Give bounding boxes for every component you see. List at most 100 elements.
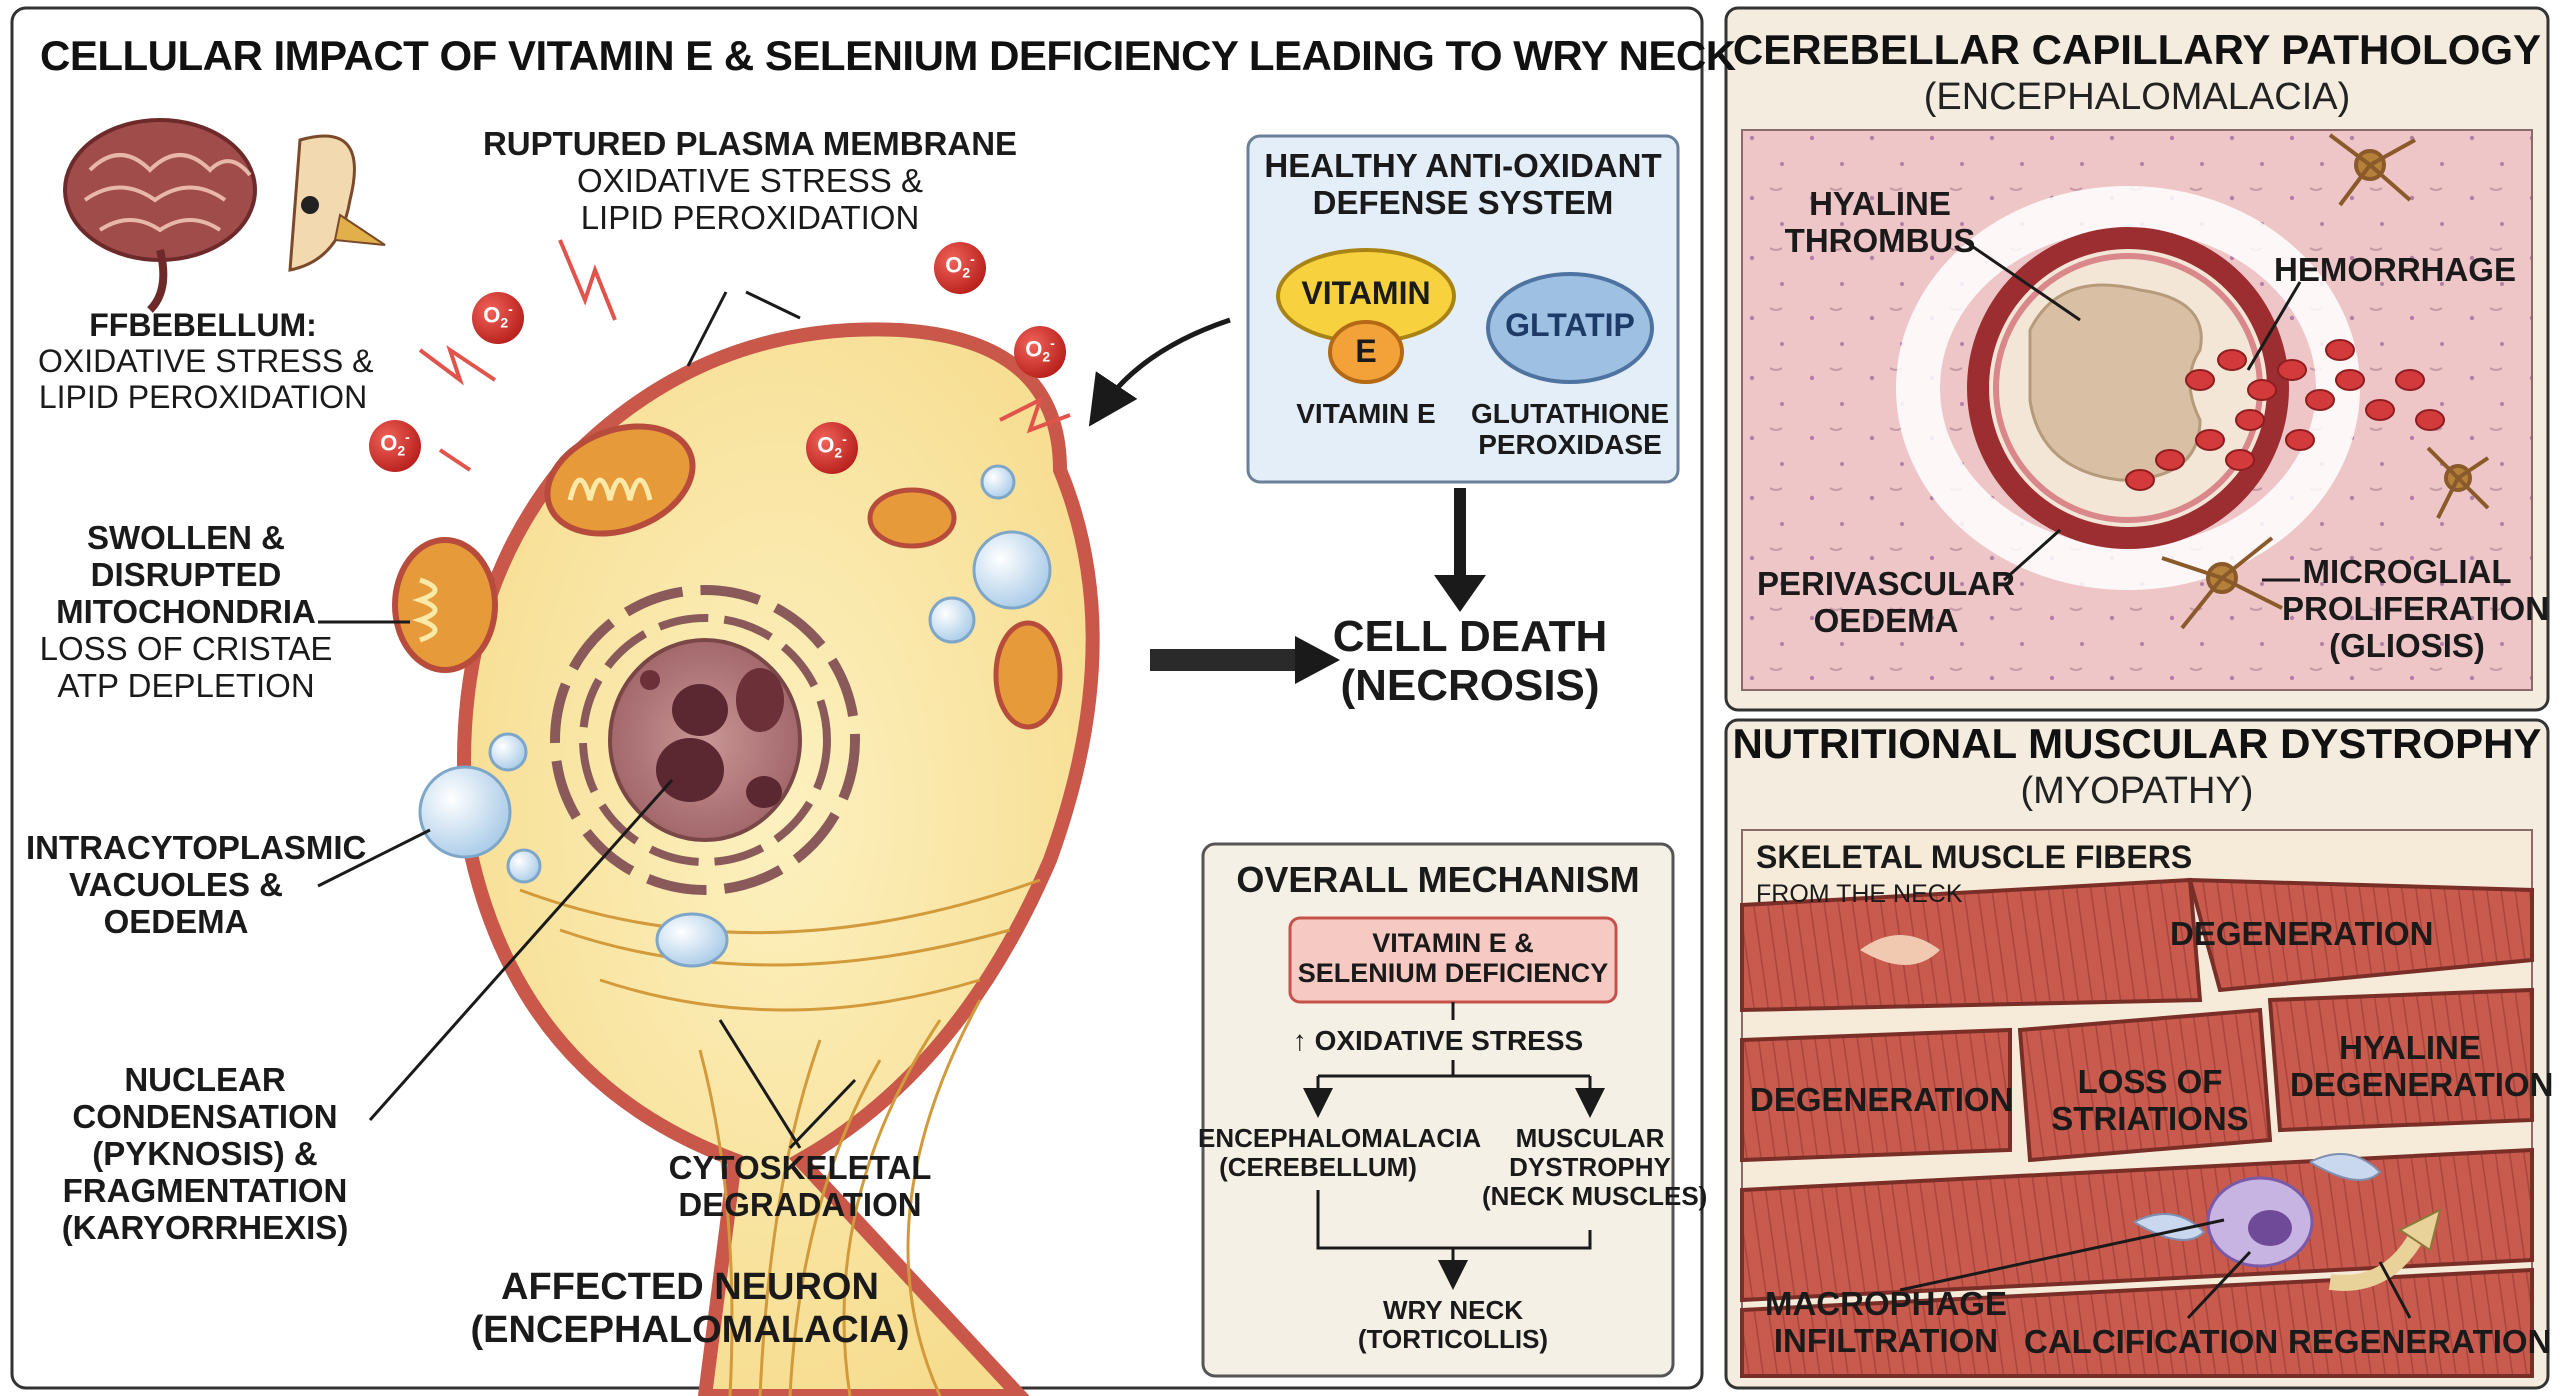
- vitamin-bubble-label: VITAMIN: [1301, 275, 1431, 311]
- up-arrow-icon: ↑: [1292, 1025, 1307, 1056]
- perivascular-line: PERIVASCULAR: [1757, 565, 2015, 602]
- radical-symbol: O: [1025, 336, 1043, 362]
- radical-charge: -: [842, 431, 847, 447]
- microglial-line: MICROGLIAL: [2302, 553, 2512, 590]
- defense-title-line: HEALTHY ANTI-OXIDANT: [1264, 147, 1662, 184]
- e-bubble-label: E: [1355, 333, 1377, 369]
- cell-death-label-line: (NECROSIS): [1340, 661, 1600, 711]
- perivascular-label: PERIVASCULAR OEDEMA: [1756, 565, 2016, 640]
- cytoskeletal-label-line: DEGRADATION: [678, 1185, 922, 1223]
- microglial-line: (GLIOSIS): [2329, 626, 2485, 664]
- mitochondria-label-title: MITOCHONDRIA: [56, 592, 316, 630]
- radical-subscript: 2: [500, 314, 509, 331]
- radical-label: O2-: [369, 429, 421, 459]
- fibers-title: SKELETAL MUSCLE FIBERS: [1756, 839, 2193, 875]
- vitamin-caption: VITAMIN E: [1296, 398, 1436, 429]
- nuclear-label-line: NUCLEAR: [124, 1061, 286, 1098]
- radical-symbol: O: [817, 432, 835, 458]
- left-branch-line: (CEREBELLUM): [1219, 1152, 1417, 1183]
- left-branch-line: ENCEPHALOMALACIA: [1198, 1123, 1482, 1153]
- defense-box: [1246, 134, 1680, 484]
- membrane-label: RUPTURED PLASMA MEMBRANE OXIDATIVE STRES…: [470, 125, 1030, 237]
- nuclear-label-line: FRAGMENTATION: [62, 1171, 348, 1209]
- mitochondria-label: SWOLLEN & DISRUPTED MITOCHONDRIA LOSS OF…: [36, 519, 336, 705]
- right-branch-label: MUSCULAR DYSTROPHY (NECK MUSCLES): [1482, 1123, 1708, 1212]
- free-radicals: [369, 242, 1066, 474]
- muscle-subtitle: (MYOPATHY): [2020, 770, 2254, 812]
- muscle-title: NUTRITIONAL MUSCULAR DYSTROPHY: [1732, 720, 2542, 767]
- necrosis-arrowhead: [1295, 636, 1340, 684]
- outcome-label: WRY NECK (TORTICOLLIS): [1300, 1295, 1606, 1355]
- radical-charge: -: [508, 301, 513, 317]
- radical-symbol: O: [945, 252, 963, 278]
- mitochondria-label-line: LOSS OF CRISTAE: [39, 629, 333, 667]
- muscle-leader-lines: [1899, 1218, 2412, 1320]
- defense-title-line: DEFENSE SYSTEM: [1312, 183, 1614, 221]
- loss-striations-label: LOSS OF STRIATIONS: [2030, 1063, 2270, 1138]
- nuclear-label: NUCLEAR CONDENSATION (PYKNOSIS) & FRAGME…: [40, 1061, 370, 1247]
- perivascular-line: OEDEMA: [1813, 601, 1959, 639]
- deficiency-line: SELENIUM DEFICIENCY: [1297, 958, 1609, 989]
- loss-striations-line: STRIATIONS: [2051, 1099, 2249, 1137]
- hyaline-degeneration-line: DEGENERATION: [2290, 1065, 2554, 1103]
- radical-label: O2-: [934, 251, 986, 281]
- radical-charge: -: [970, 251, 975, 267]
- cerebellum-label-title: FFBEBELLUM:: [89, 307, 317, 343]
- degeneration-top-label: DEGENERATION: [2170, 915, 2434, 952]
- hyaline-thrombus-label: HYALINE THROMBUS: [1770, 185, 1990, 260]
- cerebellum-label: FFBEBELLUM: OXIDATIVE STRESS & LIPID PER…: [38, 307, 374, 415]
- radical-subscript: 2: [834, 444, 843, 461]
- hemorrhage-label: HEMORRHAGE: [2273, 251, 2516, 288]
- cell-death-label: CELL DEATH (NECROSIS): [1320, 612, 1620, 711]
- cerebellum-illustration: [63, 118, 386, 313]
- microglial-line: PROLIFERATION: [2282, 589, 2550, 627]
- oxidative-stress-label: ↑ OXIDATIVE STRESS: [1203, 1025, 1673, 1056]
- e-bubble-shape: [1328, 320, 1404, 384]
- vacuole-label: INTRACYTOPLASMIC VACUOLES & OEDEMA: [26, 829, 367, 941]
- radical-label: O2-: [1014, 335, 1066, 365]
- oxidative-stress-text: OXIDATIVE STRESS: [1314, 1025, 1584, 1056]
- calcification-label: CALCIFICATION: [2024, 1323, 2279, 1360]
- affected-neuron-label: AFFECTED NEURON (ENCEPHALOMALACIA): [450, 1266, 930, 1351]
- degeneration-left-label: DEGENERATION: [1750, 1081, 2014, 1118]
- loss-striations-line: LOSS OF: [2077, 1063, 2223, 1100]
- microglial-label: MICROGLIAL PROLIFERATION (GLIOSIS): [2282, 553, 2550, 665]
- cytoskeletal-label: CYTOSKELETAL DEGRADATION: [650, 1149, 950, 1224]
- membrane-label-line: LIPID PEROXIDATION: [580, 198, 920, 236]
- defense-down-arrowhead: [1434, 575, 1486, 612]
- defense-title: HEALTHY ANTI-OXIDANT DEFENSE SYSTEM: [1248, 147, 1678, 222]
- nuclear-label-line: (KARYORRHEXIS): [61, 1208, 349, 1246]
- deficiency-box: VITAMIN E & SELENIUM DEFICIENCY: [1290, 928, 1616, 988]
- vacuole-label-line: OEDEMA: [103, 902, 249, 940]
- radical-symbol: O: [380, 430, 398, 456]
- right-branch-line: MUSCULAR: [1515, 1123, 1665, 1153]
- muscle-details: [1860, 935, 2442, 1291]
- radical-symbol: O: [483, 302, 501, 328]
- left-branch-label: ENCEPHALOMALACIA (CEREBELLUM): [1198, 1123, 1482, 1183]
- radical-subscript: 2: [1042, 348, 1051, 365]
- vacuole-label-line: INTRACYTOPLASMIC: [26, 829, 367, 866]
- radical-subscript: 2: [397, 442, 406, 459]
- macrophage-line: MACROPHAGE: [1764, 1285, 2007, 1322]
- right-branch-line: (NECK MUSCLES): [1482, 1181, 1708, 1212]
- gpx-caption: GLUTATHIONE PEROXIDASE: [1470, 398, 1670, 461]
- nuclear-label-line: (PYKNOSIS) &: [92, 1134, 318, 1172]
- capillary-subtitle: (ENCEPHALOMALACIA): [1923, 76, 2351, 118]
- affected-neuron-label-line: (ENCEPHALOMALACIA): [470, 1308, 910, 1351]
- main-title: CELLULAR IMPACT OF VITAMIN E & SELENIUM …: [40, 32, 1736, 79]
- radical-label: O2-: [806, 431, 858, 461]
- cerebellum-label-line: LIPID PEROXIDATION: [38, 378, 368, 415]
- mitochondria-label-title: DISRUPTED: [90, 555, 282, 593]
- radical-charge: -: [1050, 335, 1055, 351]
- macrophage-label: MACROPHAGE INFILTRATION: [1756, 1285, 2016, 1360]
- mechanism-connectors: [1303, 1002, 1605, 1290]
- regeneration-label: REGENERATION: [2288, 1323, 2552, 1360]
- mitochondria: [392, 423, 1063, 730]
- radical-charge: -: [405, 429, 410, 445]
- cerebellum-label-line: OXIDATIVE STRESS &: [38, 342, 374, 379]
- affected-neuron-label-line: AFFECTED NEURON: [501, 1266, 879, 1308]
- fibers-subtitle: FROM THE NECK: [1756, 880, 1963, 908]
- membrane-label-line: OXIDATIVE STRESS &: [577, 161, 923, 199]
- outcome-line: (TORTICOLLIS): [1357, 1324, 1549, 1355]
